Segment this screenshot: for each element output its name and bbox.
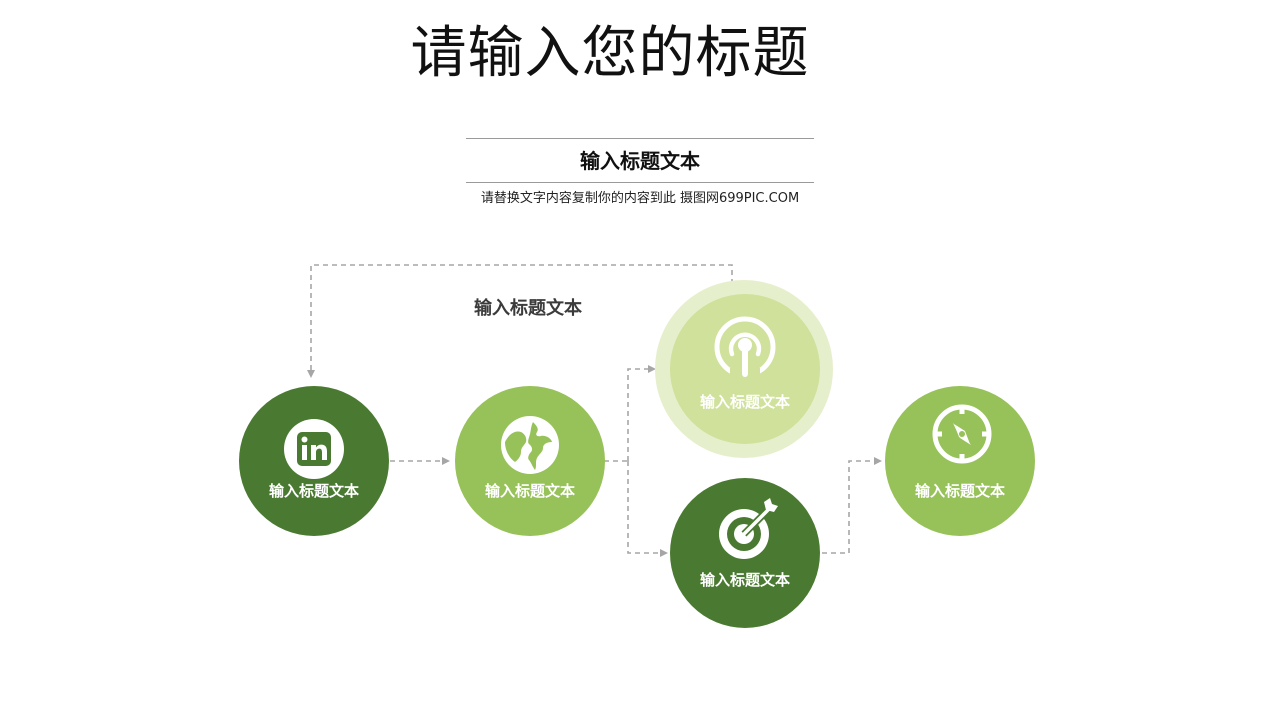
connector-4-5: [822, 457, 882, 554]
node-broadcast: 输入标题文本: [670, 294, 820, 444]
connector-branch-down: [627, 461, 668, 557]
divider-bottom: [466, 182, 814, 183]
broadcast-icon: [714, 316, 776, 382]
section-subtitle: 输入标题文本: [580, 149, 700, 173]
description-text: 请替换文字内容复制你的内容到此 摄图网699PIC.COM: [480, 191, 800, 206]
globe-icon: [499, 414, 561, 480]
node-label: 输入标题文本: [699, 393, 790, 411]
node-label: 输入标题文本: [699, 571, 790, 589]
node-label: 输入标题文本: [914, 482, 1005, 500]
page-title: 请输入您的标题: [410, 21, 810, 86]
connector-branch-up: [627, 365, 656, 461]
node-label: 输入标题文本: [268, 482, 359, 500]
compass-icon: [931, 403, 993, 469]
node-globe: 输入标题文本: [455, 386, 605, 536]
loop-label: 输入标题文本: [474, 298, 582, 319]
node-label: 输入标题文本: [484, 482, 575, 500]
node-linkedin: 输入标题文本: [239, 386, 389, 536]
connector-loop: [307, 264, 733, 378]
node-target: 输入标题文本: [670, 478, 820, 628]
target-icon: [716, 498, 780, 566]
linkedin-icon: [283, 418, 345, 484]
node-compass: 输入标题文本: [885, 386, 1035, 536]
divider-top: [466, 138, 814, 139]
